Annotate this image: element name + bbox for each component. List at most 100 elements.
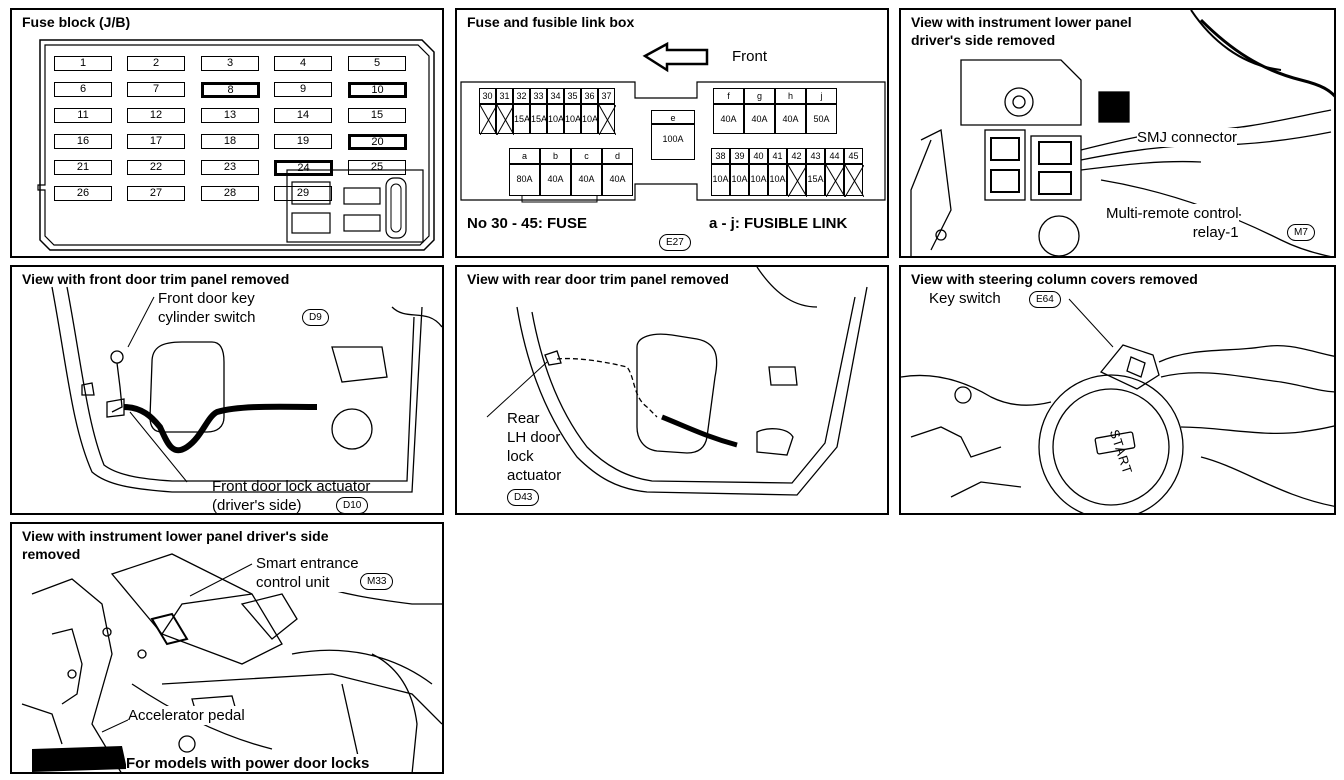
fuse-num-35: 35 — [564, 88, 581, 104]
fuse-amp-37 — [598, 104, 616, 135]
link-j-label: j — [806, 88, 837, 104]
rear-door-panel: View with rear door trim panel removed R… — [455, 265, 889, 515]
smart-entrance-title: View with instrument lower panel driver'… — [22, 528, 329, 562]
fuse-amp-31 — [496, 104, 514, 135]
link-a-amp: 80A — [509, 164, 540, 196]
fuse-num-36: 36 — [581, 88, 598, 104]
front-door-drawing — [51, 286, 442, 493]
fuse-amp-32: 15A — [513, 104, 530, 134]
fuse-block-title: Fuse block (J/B) — [22, 14, 131, 30]
smj-connector-label: SMJ connector — [1137, 128, 1238, 147]
link-e-label: e — [651, 110, 695, 124]
fuse-8: 8 — [201, 82, 260, 98]
fuse-num-39: 39 — [730, 148, 749, 164]
fuse-num-45: 45 — [844, 148, 863, 164]
accelerator-label: Accelerator pedal — [128, 706, 245, 725]
fuse-num-41: 41 — [768, 148, 787, 164]
fuse-12: 12 — [127, 108, 185, 123]
steering-title: View with steering column covers removed — [911, 271, 1198, 287]
fuse-3: 3 — [201, 56, 259, 71]
fuse-18: 18 — [201, 134, 259, 149]
link-a-label: a — [509, 148, 540, 164]
fuse-amp-35: 10A — [564, 104, 581, 134]
fuse-17: 17 — [127, 134, 185, 149]
fuse-amp-43: 15A — [806, 164, 825, 196]
link-b-label: b — [540, 148, 571, 164]
steering-drawing — [901, 298, 1334, 513]
rear-door-drawing — [486, 267, 868, 496]
fuse-num-31: 31 — [496, 88, 513, 104]
link-c-amp: 40A — [571, 164, 602, 196]
fuse-amp-30 — [479, 104, 497, 135]
connector-d10: D10 — [336, 497, 369, 513]
link-d-label: d — [602, 148, 633, 164]
link-b-amp: 40A — [540, 164, 571, 196]
fuse-15: 15 — [348, 108, 406, 123]
connector-e64: E64 — [1029, 291, 1061, 308]
fuse-num-38: 38 — [711, 148, 730, 164]
fuse-20: 20 — [348, 134, 407, 150]
smart-entrance-drawing — [21, 553, 442, 772]
smart-unit-label: Smart entrance control unit — [256, 554, 359, 592]
fuse-23: 23 — [201, 160, 259, 175]
fuse-4: 4 — [274, 56, 332, 71]
fuse-block-outline — [37, 39, 435, 251]
fuse-amp-42 — [787, 164, 807, 197]
rear-actuator-label: Rear LH door lock actuator — [507, 410, 562, 484]
fuse-num-30: 30 — [479, 88, 496, 104]
models-note: For models with power door locks — [126, 754, 370, 772]
fuse-num-44: 44 — [825, 148, 844, 164]
fuse-num-34: 34 — [547, 88, 564, 104]
link-d-amp: 40A — [602, 164, 633, 196]
connector-e27: E27 — [659, 234, 691, 251]
link-g-label: g — [744, 88, 775, 104]
fuse-28: 28 — [201, 186, 259, 201]
fuse-27: 27 — [127, 186, 185, 201]
fuse-11: 11 — [54, 108, 112, 123]
link-g-amp: 40A — [744, 104, 775, 134]
instr-lower-title: View with instrument lower panel driver'… — [911, 14, 1132, 48]
key-switch-label: Key switch — [929, 290, 1001, 307]
fuse-10: 10 — [348, 82, 407, 98]
fuse-amp-44 — [825, 164, 845, 197]
fuse-16: 16 — [54, 134, 112, 149]
fuse-amp-39: 10A — [730, 164, 749, 196]
front-label: Front — [732, 48, 768, 65]
link-j-amp: 50A — [806, 104, 837, 134]
fuse-note: No 30 - 45: FUSE — [467, 215, 588, 232]
fuse-amp-41: 10A — [768, 164, 787, 196]
fuse-num-43: 43 — [806, 148, 825, 164]
fuse-num-42: 42 — [787, 148, 806, 164]
fuse-amp-40: 10A — [749, 164, 768, 196]
connector-m7: M7 — [1287, 224, 1315, 241]
link-c-label: c — [571, 148, 602, 164]
connector-m33: M33 — [360, 573, 394, 590]
fuse-13: 13 — [201, 108, 259, 123]
front-door-panel: View with front door trim panel removed … — [10, 265, 444, 515]
relay-label: Multi-remote control relay-1 — [1106, 204, 1239, 242]
smart-entrance-panel: View with instrument lower panel driver'… — [10, 522, 444, 774]
fuse-6: 6 — [54, 82, 112, 97]
link-e-amp: 100A — [651, 124, 695, 160]
link-note: a - j: FUSIBLE LINK — [709, 215, 848, 232]
fuse-box-title: Fuse and fusible link box — [467, 14, 635, 30]
rear-door-title: View with rear door trim panel removed — [467, 271, 729, 287]
fuse-1: 1 — [54, 56, 112, 71]
fuse-14: 14 — [274, 108, 332, 123]
front-key-switch-label: Front door key cylinder switch — [158, 290, 256, 326]
fuse-21: 21 — [54, 160, 112, 175]
fuse-num-40: 40 — [749, 148, 768, 164]
link-f-amp: 40A — [713, 104, 744, 134]
connector-d43: D43 — [507, 489, 540, 506]
fuse-25: 25 — [348, 160, 406, 175]
fuse-amp-34: 10A — [547, 104, 564, 134]
front-actuator-label: Front door lock actuator (driver's side) — [212, 478, 371, 514]
fuse-9: 9 — [274, 82, 332, 97]
fuse-box-outline — [460, 41, 886, 203]
fuse-amp-36: 10A — [581, 104, 598, 134]
fuse-7: 7 — [127, 82, 185, 97]
link-f-label: f — [713, 88, 744, 104]
fuse-5: 5 — [348, 56, 406, 71]
